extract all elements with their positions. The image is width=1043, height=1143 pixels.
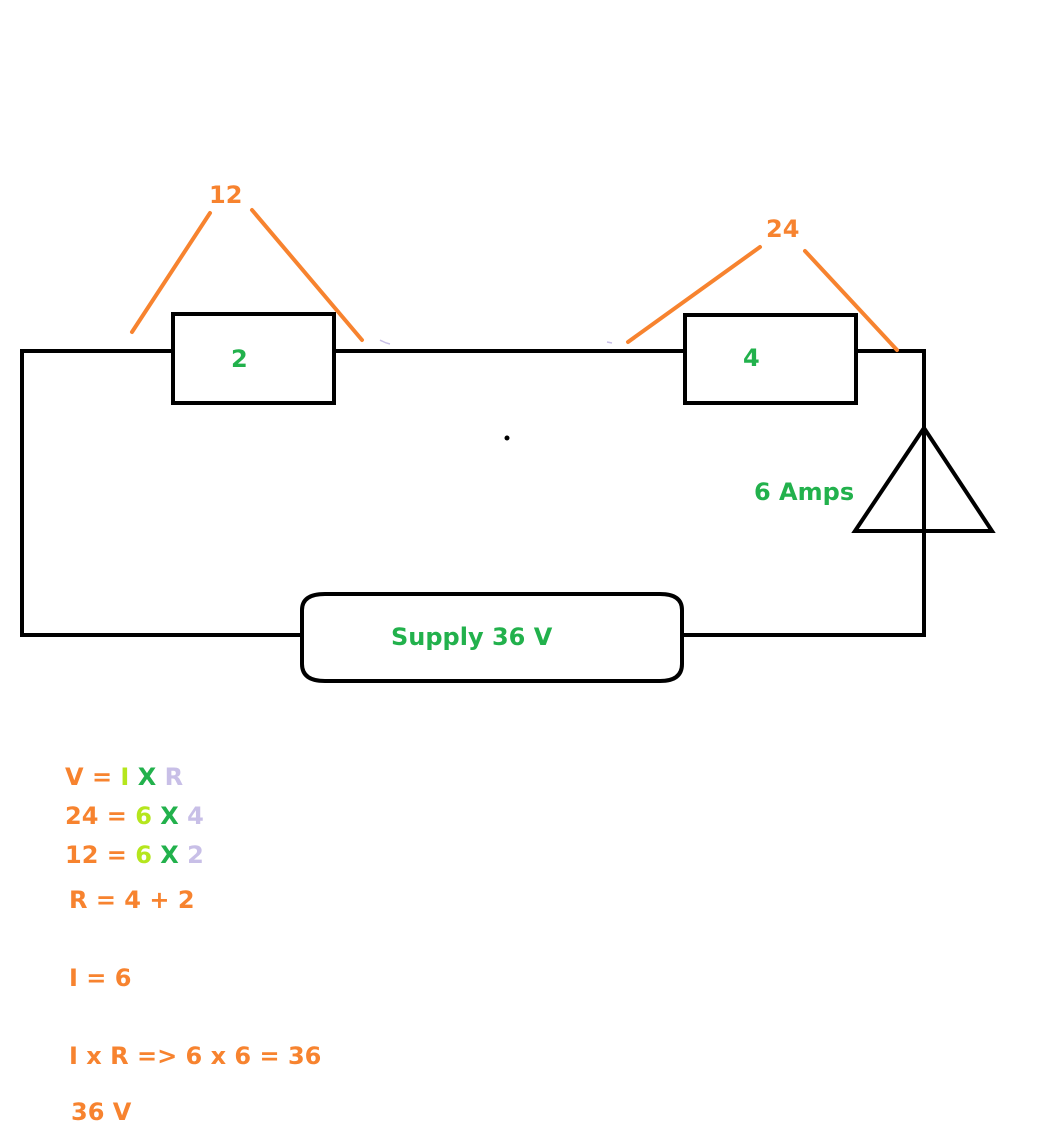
eq1-i: I: [120, 763, 130, 791]
eq3-times: X: [160, 841, 179, 869]
voltage-line-12-left: [130, 211, 212, 334]
supply-label: Supply 36 V: [391, 623, 553, 651]
ammeter-triangle-icon: [851, 424, 996, 533]
resistor-2-label: 4: [743, 344, 760, 372]
resistor-1: [171, 312, 336, 405]
voltage-label-12: 12: [209, 181, 243, 209]
equation-line-4: R = 4 + 2: [69, 886, 195, 914]
eq2-equals: =: [106, 802, 127, 830]
voltage-line-24-right: [803, 249, 899, 352]
voltage-label-24: 24: [766, 215, 800, 243]
eq1-equals: =: [91, 763, 113, 791]
eq3-equals: =: [106, 841, 127, 869]
equation-line-5: I = 6: [69, 964, 132, 992]
equation-line-2: 24 = 6 X 4: [65, 804, 204, 828]
eq1-v: V: [65, 763, 84, 791]
eq2-value: 24: [65, 802, 99, 830]
eq3-resistance: 2: [187, 841, 204, 869]
resistor-2: [683, 313, 858, 405]
equation-line-7: 36 V: [71, 1098, 132, 1126]
current-label: 6 Amps: [754, 478, 855, 506]
eq1-times: X: [137, 763, 157, 791]
voltage-indicators: [130, 208, 899, 352]
equation-line-6: I x R => 6 x 6 = 36: [69, 1042, 322, 1070]
stray-mark-1: [379, 339, 391, 345]
eq3-current: 6: [135, 841, 152, 869]
stray-mark-2: [606, 341, 613, 344]
voltage-line-12-right: [250, 208, 364, 342]
circuit-wires: [20, 349, 926, 637]
equation-line-1: V = I X R: [65, 765, 183, 789]
eq1-r: R: [164, 763, 184, 791]
resistor-1-label: 2: [231, 345, 248, 373]
stray-dot: [504, 435, 510, 441]
eq3-value: 12: [65, 841, 99, 869]
supply-battery: [300, 592, 684, 683]
eq2-resistance: 4: [187, 802, 204, 830]
equation-line-3: 12 = 6 X 2: [65, 843, 204, 867]
voltage-line-24-left: [626, 245, 762, 344]
eq2-current: 6: [135, 802, 152, 830]
eq2-times: X: [160, 802, 179, 830]
